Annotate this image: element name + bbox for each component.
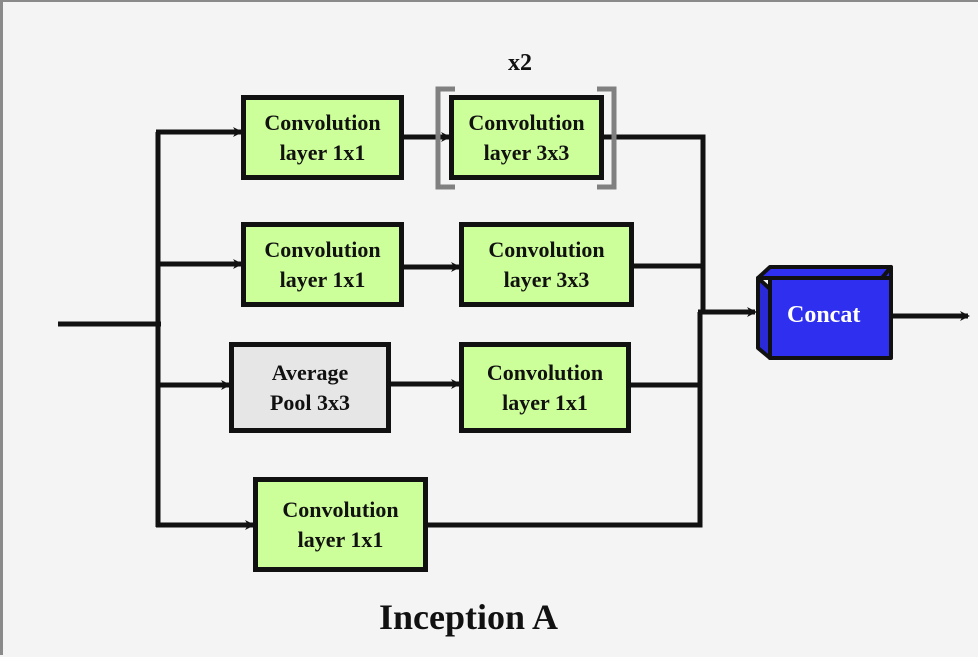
b1-conv-3x3: Convolution layer 3x3 — [449, 95, 604, 180]
concat-label: Concat — [787, 302, 861, 328]
b2-conv-3x3: Convolution layer 3x3 — [459, 222, 634, 307]
node-title: Convolution — [488, 236, 605, 262]
b1-conv-1x1: Convolution layer 1x1 — [241, 95, 404, 180]
repeat-label: x2 — [508, 50, 532, 76]
node-subtitle: layer 1x1 — [279, 266, 366, 292]
b4-conv-1x1: Convolution layer 1x1 — [253, 477, 428, 572]
node-subtitle: layer 1x1 — [502, 389, 588, 415]
concat-block — [756, 265, 893, 360]
b3-conv-1x1: Convolution layer 1x1 — [459, 342, 631, 433]
diagram-title: Inception A — [379, 597, 559, 637]
node-title: Convolution — [468, 109, 585, 135]
connections — [58, 86, 970, 530]
node-title: Convolution — [282, 496, 399, 522]
node-subtitle: layer 1x1 — [297, 526, 384, 552]
node-title: Convolution — [486, 359, 604, 385]
node-title: Average — [271, 359, 349, 385]
node-title: Convolution — [264, 109, 381, 135]
b4-output-line — [423, 312, 703, 528]
repeat-bracket-left — [435, 86, 455, 190]
node-subtitle: layer 1x1 — [279, 139, 366, 165]
b2-conv-1x1: Convolution layer 1x1 — [241, 222, 404, 307]
b3-output-line — [630, 312, 703, 388]
node-subtitle: Pool 3x3 — [269, 389, 351, 415]
b1-output-line — [603, 134, 706, 312]
node-subtitle: layer 3x3 — [483, 139, 570, 165]
node-title: Convolution — [264, 236, 381, 262]
node-subtitle: layer 3x3 — [503, 266, 590, 292]
repeat-bracket-right — [597, 86, 617, 190]
